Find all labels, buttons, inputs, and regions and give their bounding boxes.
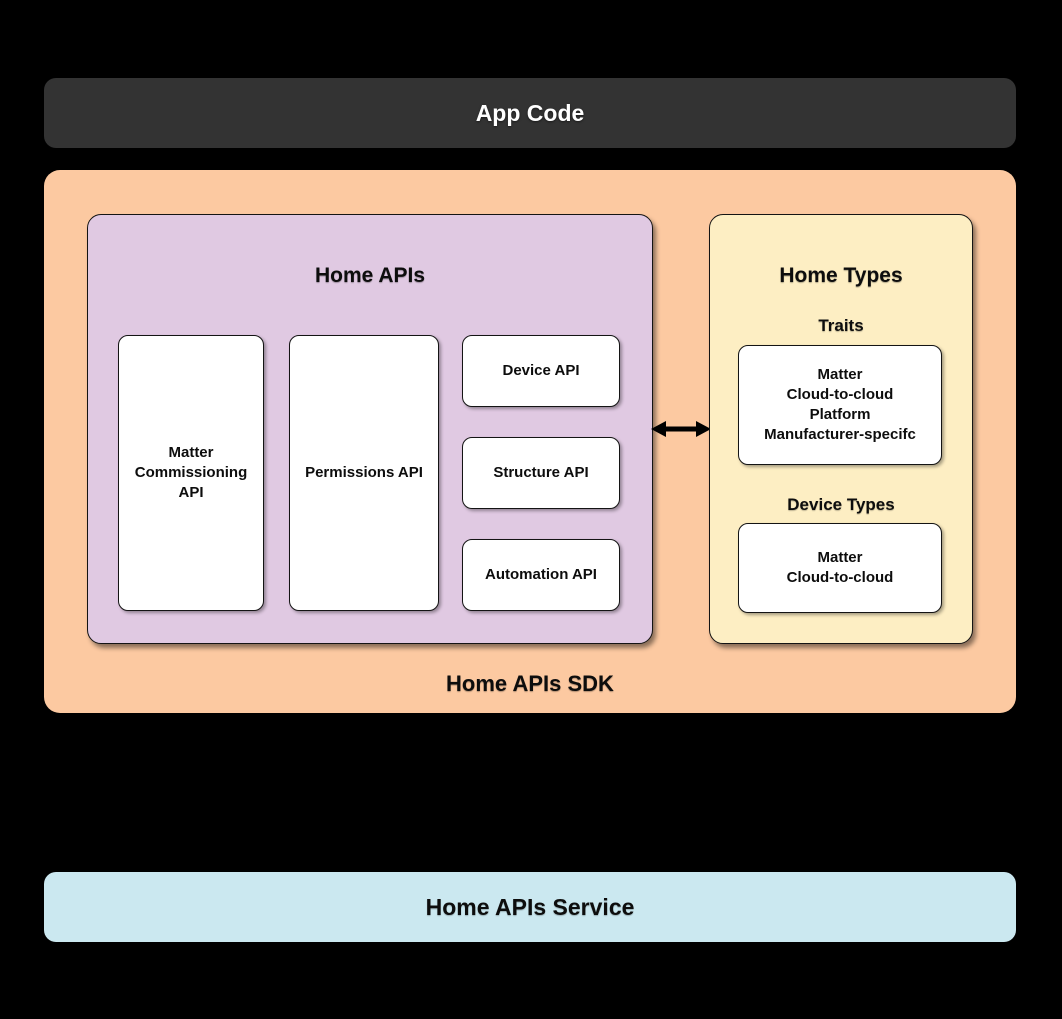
automation-api-card: Automation API: [462, 539, 620, 611]
api-cards-stack: Device API Structure API Automation API: [462, 335, 620, 611]
matter-commissioning-api-card: Matter Commissioning API: [118, 335, 264, 611]
permissions-api-card: Permissions API: [289, 335, 439, 611]
device-api-card: Device API: [462, 335, 620, 407]
trait-item: Cloud-to-cloud: [786, 386, 894, 403]
matter-commissioning-api-label: Matter Commissioning API: [134, 444, 248, 501]
device-types-card: Matter Cloud-to-cloud: [738, 523, 942, 613]
trait-item: Matter: [817, 366, 863, 383]
structure-api-label: Structure API: [493, 464, 589, 481]
device-api-label: Device API: [502, 362, 580, 379]
home-apis-service-label: Home APIs Service: [425, 893, 635, 920]
automation-api-label: Automation API: [485, 566, 597, 583]
app-code-box: App Code: [44, 78, 1016, 148]
traits-card: Matter Cloud-to-cloud Platform Manufactu…: [738, 345, 942, 465]
permissions-api-label: Permissions API: [305, 464, 423, 481]
home-types-title: Home Types: [779, 264, 903, 287]
app-code-label: App Code: [475, 99, 585, 126]
home-types-box: Home Types Traits Matter Cloud-to-cloud …: [709, 214, 973, 644]
home-apis-sdk-label: Home APIs SDK: [446, 671, 614, 696]
home-apis-cards-row: Matter Commissioning API Permissions API…: [118, 335, 622, 611]
home-apis-title: Home APIs: [314, 264, 426, 287]
structure-api-card: Structure API: [462, 437, 620, 509]
traits-heading: Traits: [818, 316, 864, 335]
device-type-item: Cloud-to-cloud: [786, 569, 894, 586]
trait-item: Platform: [809, 406, 871, 423]
bidirectional-arrow-icon: [651, 421, 711, 437]
home-apis-sdk-box: Home APIs Matter Commissioning API Permi…: [44, 170, 1016, 713]
device-types-heading: Device Types: [787, 495, 895, 514]
device-type-item: Matter: [817, 549, 863, 566]
home-apis-service-box: Home APIs Service: [44, 872, 1016, 942]
home-apis-box: Home APIs Matter Commissioning API Permi…: [87, 214, 653, 644]
trait-item: Manufacturer-specifc: [764, 426, 916, 443]
